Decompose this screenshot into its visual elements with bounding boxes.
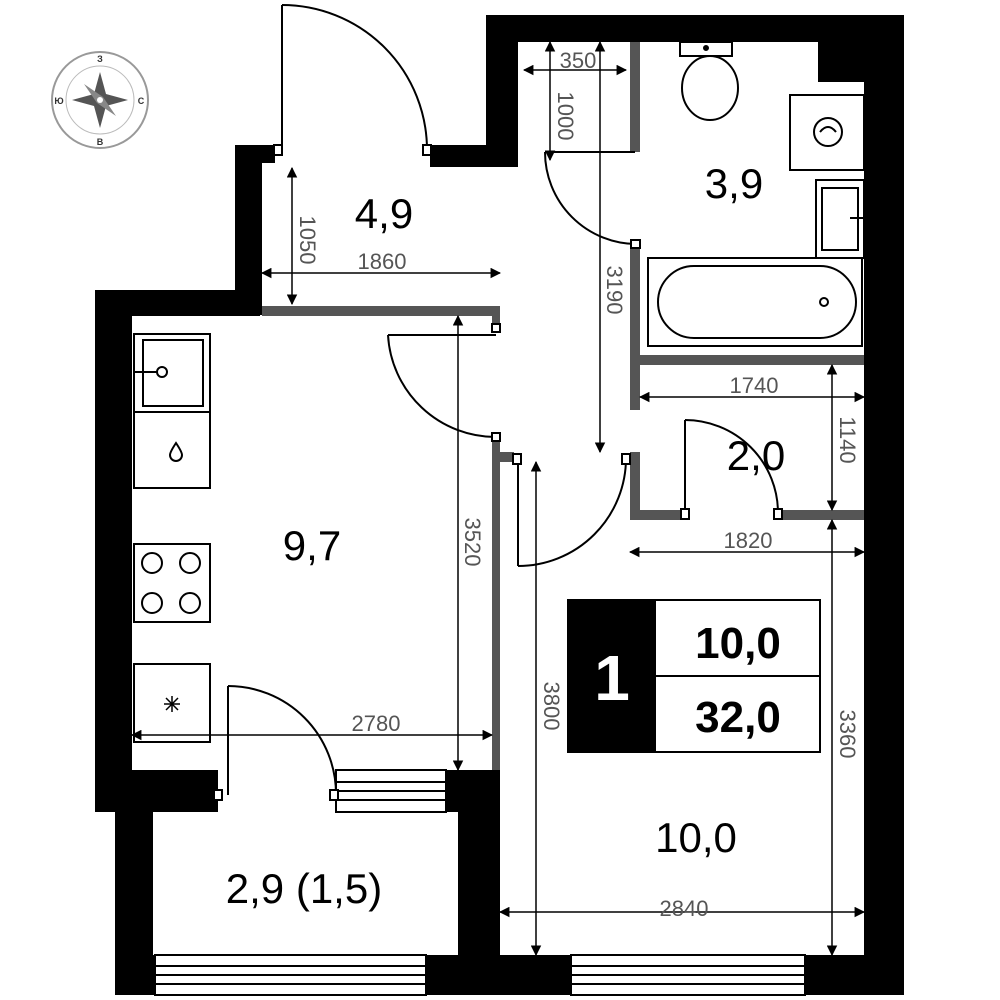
bathtub-icon bbox=[647, 257, 863, 347]
dim-label-1140: 1140 bbox=[835, 416, 860, 463]
dim-label-3190: 3190 bbox=[602, 266, 627, 315]
total-area: 32,0 bbox=[695, 693, 781, 742]
dim-label-1050: 1050 bbox=[295, 216, 320, 265]
door-balcony bbox=[213, 685, 339, 801]
dim-label-2840: 2840 bbox=[660, 896, 709, 921]
stove-icon bbox=[133, 543, 211, 623]
room-area-kitchen: 9,7 bbox=[283, 522, 341, 569]
compass-ring bbox=[51, 51, 149, 149]
interior-partitions bbox=[262, 42, 864, 770]
toilet-icon bbox=[679, 41, 739, 121]
door-entrance bbox=[273, 4, 432, 156]
washing-machine-icon bbox=[789, 94, 865, 171]
dim-label-3800: 3800 bbox=[539, 682, 564, 731]
dimension-labels: 350 1000 1050 1860 3190 1740 1140 1820 3… bbox=[295, 48, 860, 921]
windows bbox=[154, 769, 806, 996]
bathroom-fixtures bbox=[647, 41, 865, 347]
dimension-lines bbox=[130, 40, 866, 957]
rooms-count: 1 bbox=[594, 642, 630, 714]
living-area: 10,0 bbox=[695, 619, 781, 668]
kitchen-sink-icon bbox=[133, 333, 211, 413]
door-bedroom bbox=[512, 453, 631, 567]
room-area-hall: 4,9 bbox=[355, 190, 413, 237]
apartment-summary: 1 10,0 32,0 bbox=[567, 599, 821, 753]
room-labels: 4,9 3,9 2,0 9,7 10,0 2,9 (1,5) bbox=[226, 160, 785, 912]
compass-south: В bbox=[97, 137, 104, 147]
room-area-storage: 2,0 bbox=[727, 432, 785, 479]
rooms-count-box bbox=[568, 600, 656, 752]
fridge-icon bbox=[133, 663, 211, 743]
dim-label-1820: 1820 bbox=[724, 528, 773, 553]
room-area-bedroom: 10,0 bbox=[655, 814, 737, 861]
door-kitchen bbox=[387, 323, 501, 442]
window-kitchen-balcony bbox=[335, 769, 447, 813]
room-area-balcony: 2,9 (1,5) bbox=[226, 865, 382, 912]
dim-label-2780: 2780 bbox=[352, 711, 401, 736]
window-bedroom bbox=[570, 954, 806, 996]
compass: З В Ю С bbox=[51, 51, 149, 149]
room-area-bathroom: 3,9 bbox=[705, 160, 763, 207]
dim-label-1860: 1860 bbox=[358, 249, 407, 274]
door-storage bbox=[680, 419, 783, 520]
exterior-walls bbox=[95, 15, 904, 995]
door-bathroom bbox=[544, 151, 641, 249]
dim-label-3520: 3520 bbox=[460, 518, 485, 567]
dim-label-350: 350 bbox=[560, 48, 597, 73]
compass-east: С bbox=[138, 96, 145, 106]
kitchen-fixtures bbox=[133, 333, 211, 743]
dishwasher-icon bbox=[133, 411, 211, 489]
compass-north: З bbox=[97, 54, 103, 64]
window-balcony bbox=[154, 954, 427, 996]
compass-west: Ю bbox=[54, 96, 63, 106]
doors bbox=[213, 4, 783, 801]
sink-bathroom-icon bbox=[815, 179, 865, 259]
dim-label-3360: 3360 bbox=[835, 710, 860, 759]
dim-label-1740: 1740 bbox=[730, 373, 779, 398]
dim-label-1000: 1000 bbox=[553, 92, 578, 141]
